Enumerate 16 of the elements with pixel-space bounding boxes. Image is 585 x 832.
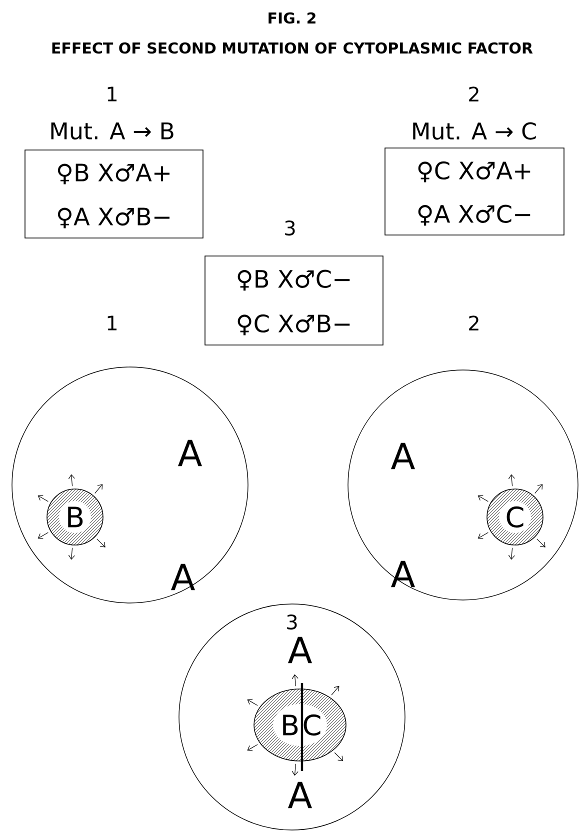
title: EFFECT OF SECOND MUTATION OF CYTOPLASMIC FACTOR [52, 42, 533, 54]
panel-number: 3 [285, 220, 295, 236]
panel-number: 1 [108, 316, 117, 330]
cell-drawing: C [486, 488, 544, 546]
cross-box: ♀B X♂A+ ♀A X♂B− [24, 150, 204, 238]
panel-number: 1 [108, 86, 117, 102]
figure-number: FIG. 2 [268, 12, 316, 24]
cell-drawing: B [46, 488, 104, 546]
mutation-heading: Mut. A → C [413, 122, 536, 140]
panel-number: 2 [469, 86, 478, 102]
mutation-heading: Mut. A → B [51, 122, 174, 140]
cross-box: ♀B X♂C− ♀C X♂B− [204, 256, 384, 346]
panel-number: 3 [287, 614, 297, 630]
cell-drawing: B C [254, 683, 346, 771]
panel-number: 2 [469, 316, 478, 330]
cross-box: ♀C X♂A+ ♀A X♂C− [384, 148, 564, 236]
